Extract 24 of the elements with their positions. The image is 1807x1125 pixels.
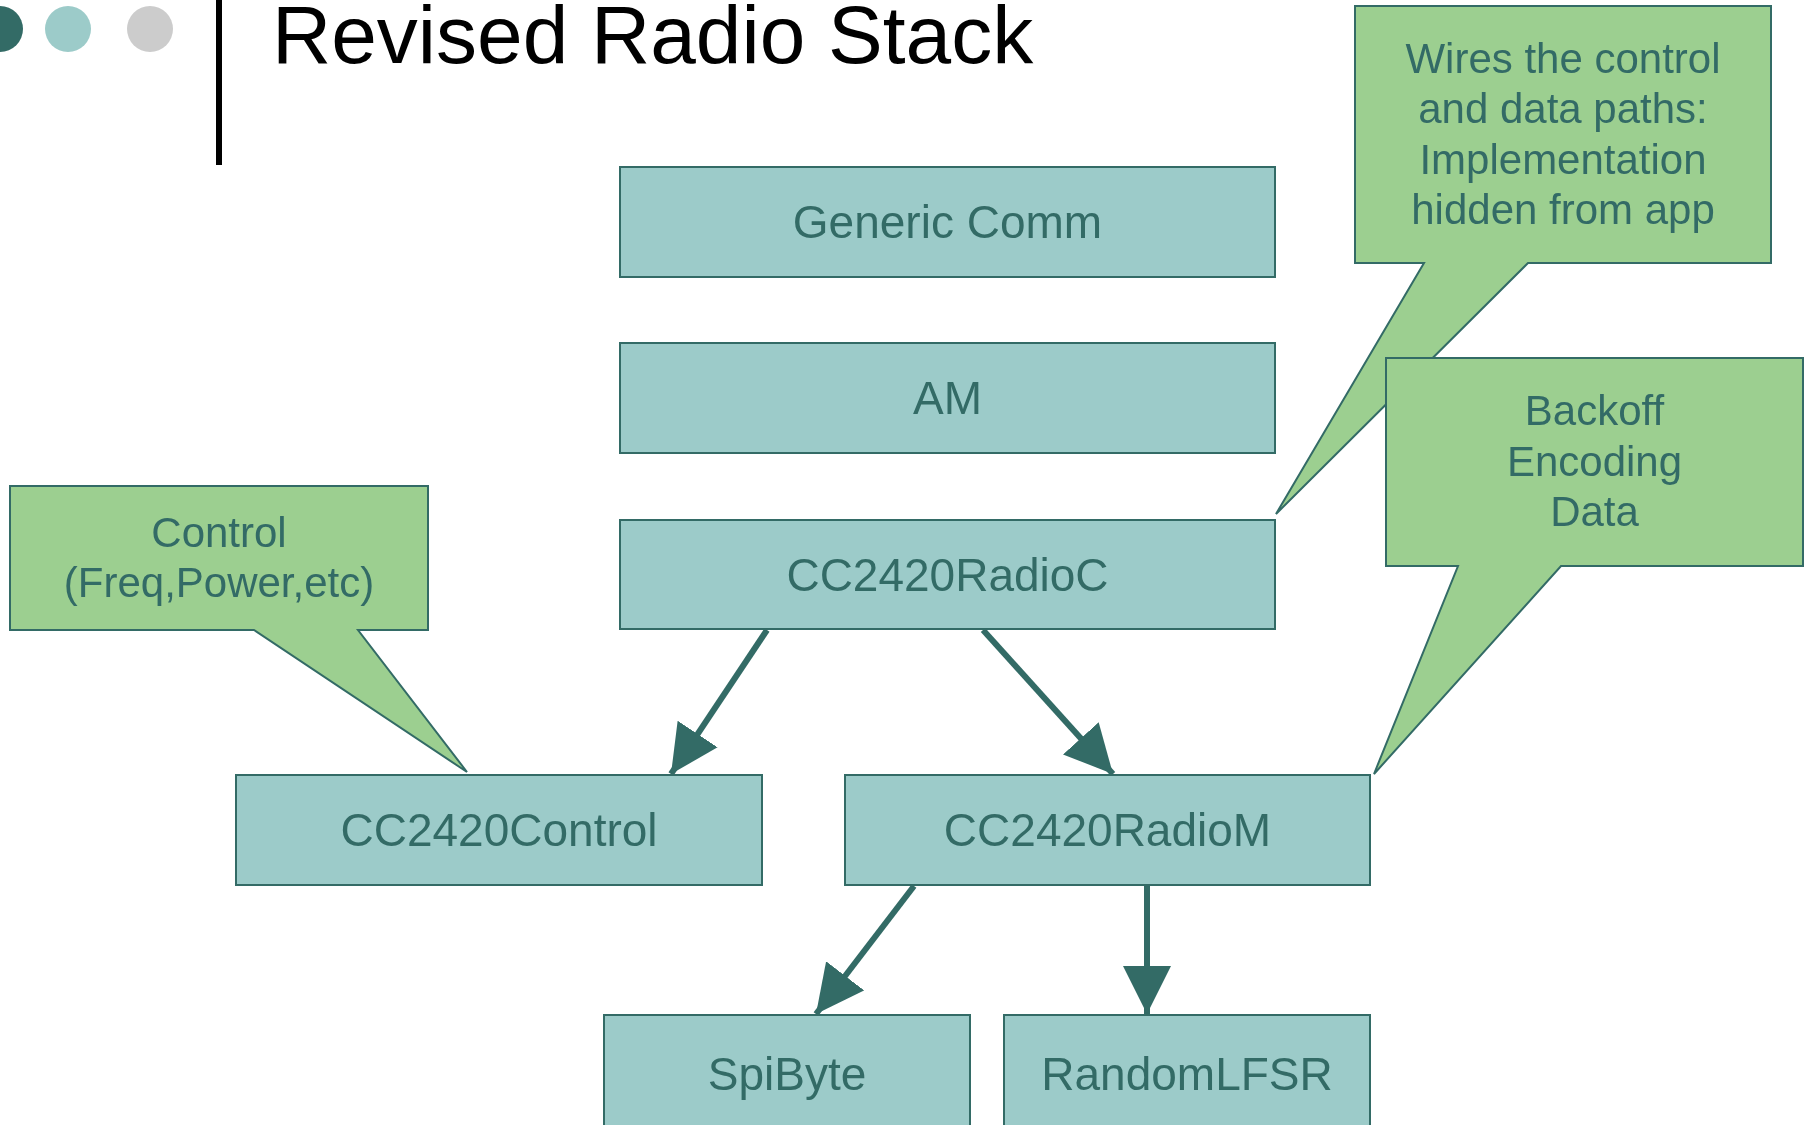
module-box <box>235 774 763 886</box>
callout-text: Backoff Encoding Data <box>1505 386 1684 538</box>
arrow <box>813 884 917 1016</box>
callout-bubble <box>10 486 467 772</box>
module-box <box>619 166 1276 278</box>
module-box <box>1003 1014 1371 1125</box>
module-label: CC2420Control <box>340 803 658 857</box>
module-label: SpiByte <box>707 1047 867 1101</box>
module-box <box>619 519 1276 630</box>
module-box <box>619 342 1276 454</box>
module-label: AM <box>913 371 982 425</box>
arrow <box>980 628 1116 776</box>
module-label: CC2420RadioM <box>943 803 1272 857</box>
module-label: RandomLFSR <box>1041 1047 1333 1101</box>
slide-title: Revised Radio Stack <box>272 0 1034 76</box>
callout-bubble <box>1374 358 1803 774</box>
module-box <box>603 1014 971 1125</box>
callout-text: Control (Freq,Power,etc) <box>62 507 376 608</box>
module-label: Generic Comm <box>792 195 1103 249</box>
module-box <box>844 774 1371 886</box>
arrow <box>668 628 770 776</box>
callout-text: Wires the control and data paths: Implementation hidden from app <box>1405 33 1721 235</box>
module-label: CC2420RadioC <box>786 547 1109 602</box>
arrow <box>1123 886 1171 1014</box>
